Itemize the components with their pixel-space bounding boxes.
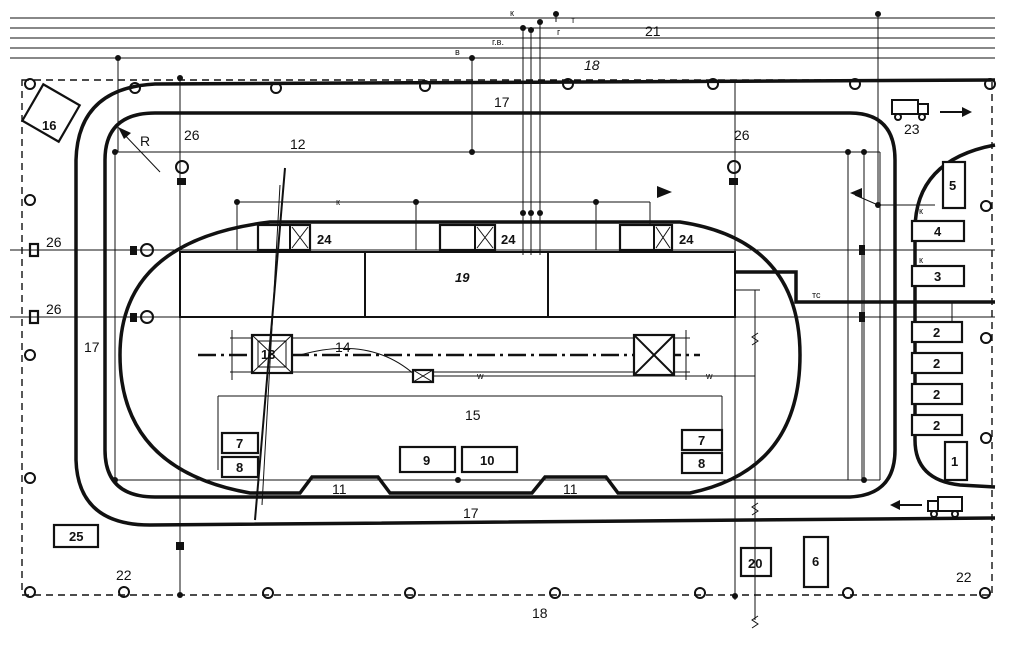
label-v: в [455,47,460,57]
label-tc: тс [812,290,821,300]
truck-icon [927,496,963,518]
label-18b: 18 [532,605,548,621]
label-R: R [140,133,150,149]
label-w1: w [476,371,484,381]
label-24b: 24 [501,232,516,247]
radius-arrow-icon [118,127,131,139]
box-10 [460,445,519,474]
label-k-top: к [510,8,514,18]
label-17b: 17 [84,339,100,355]
box-6 [802,535,830,589]
conveyor-14 [198,330,755,384]
label-19: 19 [455,270,470,285]
label-22b: 22 [956,569,972,585]
site-fence [21,79,993,596]
label-7a: 7 [236,436,243,451]
box-5 [941,160,967,210]
label-2b: 2 [933,356,940,371]
direction-arrow-icon [962,107,972,117]
label-14: 14 [335,339,351,355]
label-10: 10 [480,453,494,468]
label-g: г [557,27,561,37]
box-8-left [220,455,260,479]
label-9: 9 [423,453,430,468]
label-24a: 24 [317,232,332,247]
labels: 1 2 2 2 2 3 4 5 6 7 8 7 8 9 10 11 11 12 … [42,8,972,621]
label-2a: 2 [933,325,940,340]
box-1 [943,440,969,482]
label-15: 15 [465,407,481,423]
outer-ring-road [74,78,996,527]
direction-arrow-icon [657,186,672,198]
supply-lines [522,14,557,255]
label-13: 13 [261,347,275,362]
label-17a: 17 [494,94,510,110]
box-2b [910,351,964,375]
label-gv: г.в. [492,37,504,47]
box-7-right [680,428,724,452]
label-4: 4 [934,224,942,239]
box-9 [398,445,457,474]
label-23: 23 [904,121,920,137]
label-7b: 7 [698,433,705,448]
label-8a: 8 [236,460,243,475]
label-26b: 26 [734,127,750,143]
label-3: 3 [934,269,941,284]
label-8b: 8 [698,456,705,471]
box-20 [739,546,773,578]
label-k-mid: к [336,197,340,207]
box-8-right [680,451,724,475]
label-2d: 2 [933,418,940,433]
label-6: 6 [812,554,819,569]
direction-arrow-icon [890,500,900,510]
label-k-r1: к [919,206,923,216]
box-16 [20,82,82,144]
label-5: 5 [949,178,956,193]
label-w2: w [705,371,713,381]
box-25 [52,523,100,549]
box-2d [910,413,964,437]
label-21: 21 [645,23,661,39]
label-16: 16 [42,118,56,133]
truck-icon [891,99,929,121]
label-25: 25 [69,529,83,544]
direction-arrow-icon [850,188,862,198]
label-26c: 26 [46,234,62,250]
label-26d: 26 [46,301,62,317]
label-1: 1 [951,454,958,469]
box-4 [910,219,966,243]
box-3 [910,264,966,288]
inner-ring-road [103,111,897,499]
label-t: т [571,15,575,25]
label-26a: 26 [184,127,200,143]
label-17c: 17 [463,505,479,521]
label-12: 12 [290,136,306,152]
label-11a: 11 [332,481,347,497]
label-k-r2: к [919,255,923,265]
block-24-group [256,223,674,252]
diagonal-track [254,167,286,521]
utility-lines-21 [10,17,995,59]
hydrant-markers [10,160,995,550]
box-7-left [220,431,260,455]
label-11b: 11 [563,481,578,497]
label-20: 20 [748,556,762,571]
tc-line [735,270,995,304]
production-oval [118,220,802,495]
label-24c: 24 [679,232,694,247]
box-2a [910,320,964,344]
label-2c: 2 [933,387,940,402]
junction-dots [112,11,881,599]
internal-network [114,14,935,600]
label-18a: 18 [584,57,600,73]
lamp-markers [24,78,996,599]
label-22a: 22 [116,567,132,583]
box-2c [910,382,964,406]
